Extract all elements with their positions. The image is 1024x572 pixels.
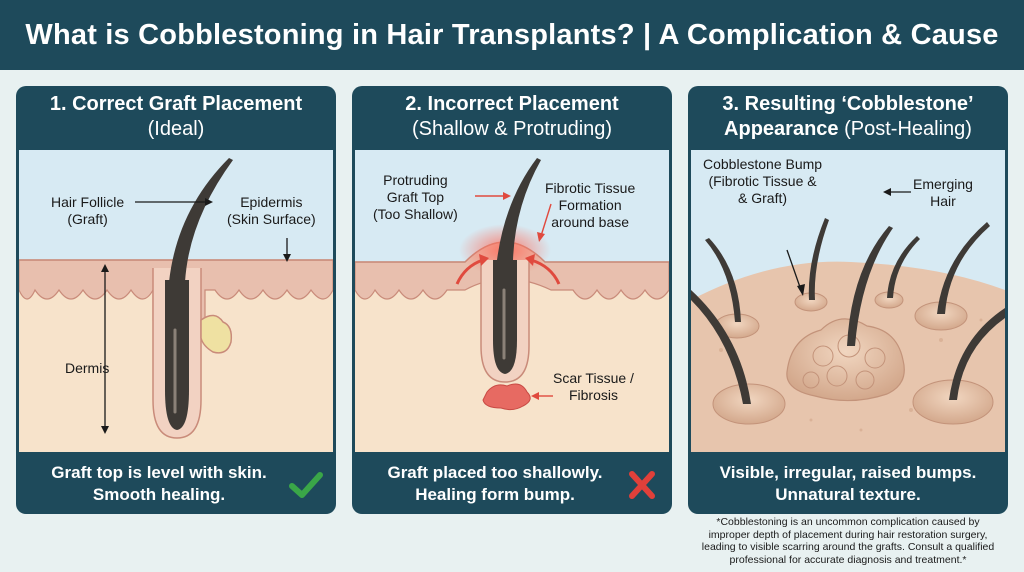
panel-incorrect-placement: 2. Incorrect Placement (Shallow & Protru… xyxy=(352,86,672,514)
skin-cross-section-illustration xyxy=(19,150,333,452)
panel-title: 2. Incorrect Placement (Shallow & Protru… xyxy=(352,86,672,148)
label-dermis: Dermis xyxy=(65,360,110,376)
disclaimer-footnote: *Cobblestoning is an uncommon complicati… xyxy=(701,516,995,566)
panel-title: 3. Resulting ‘Cobblestone’ Appearance (P… xyxy=(688,86,1008,148)
panel-title-main: 2. Incorrect Placement xyxy=(405,93,619,115)
panel-title-sub: (Shallow & Protruding) xyxy=(411,118,613,140)
panel-cobblestone-result: 3. Resulting ‘Cobblestone’ Appearance (P… xyxy=(688,86,1008,514)
cross-mark-icon xyxy=(629,471,655,499)
panel-correct-placement: 1. Correct Graft Placement (Ideal) xyxy=(16,86,336,514)
diagram-cobblestone-appearance: Cobblestone Bump(Fibrotic Tissue && Graf… xyxy=(691,150,1005,452)
check-mark-icon xyxy=(289,472,323,498)
panel-caption: Visible, irregular, raised bumps.Unnatur… xyxy=(719,463,977,504)
label-hair-follicle: Hair Follicle(Graft) xyxy=(51,194,125,227)
cobblestone-skin-illustration xyxy=(691,150,1005,452)
skin-bump-illustration xyxy=(355,150,669,452)
panel-title: 1. Correct Graft Placement (Ideal) xyxy=(16,86,336,148)
panel-title-main: 1. Correct Graft Placement xyxy=(49,93,303,115)
panel-title-main: 3. Resulting ‘Cobblestone’ xyxy=(722,93,974,115)
label-epidermis: Epidermis(Skin Surface) xyxy=(227,194,316,227)
panel-title-sub: (Ideal) xyxy=(147,118,205,140)
panel-caption: Graft placed too shallowly.Healing form … xyxy=(387,463,603,504)
label-cobblestone-bump: Cobblestone Bump(Fibrotic Tissue && Graf… xyxy=(703,156,823,206)
page-title: What is Cobblestoning in Hair Transplant… xyxy=(25,18,999,51)
header-bar: What is Cobblestoning in Hair Transplant… xyxy=(0,0,1024,70)
label-scar-tissue: Scar Tissue /Fibrosis xyxy=(553,370,634,403)
diagram-correct-placement: Hair Follicle(Graft) Epidermis(Skin Surf… xyxy=(19,150,333,452)
panel-title-sub: (Post-Healing) xyxy=(844,118,972,140)
panel-caption: Graft top is level with skin.Smooth heal… xyxy=(51,463,267,504)
panel-title-bold-2: Appearance xyxy=(724,118,839,140)
